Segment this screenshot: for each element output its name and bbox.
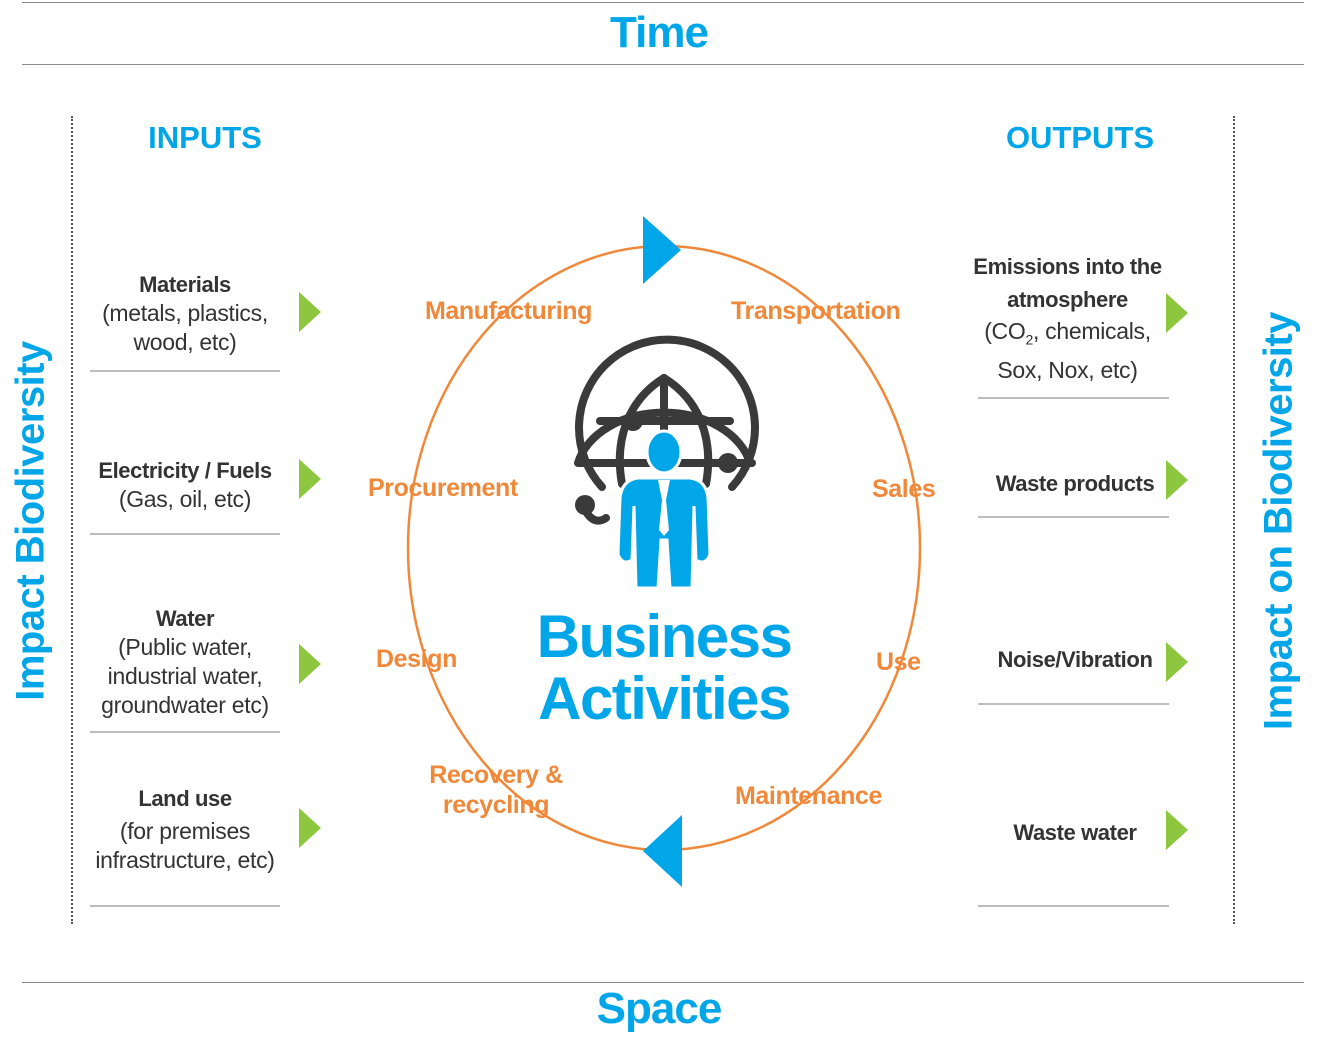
output-separator bbox=[978, 905, 1169, 907]
businessman-icon bbox=[616, 429, 712, 590]
input-item-electricity: Electricity / Fuels (Gas, oil, etc) bbox=[80, 456, 290, 514]
input-item-water: Water (Public water, industrial water, g… bbox=[80, 604, 290, 720]
activity-design: Design bbox=[376, 645, 457, 673]
input-detail: (Gas, oil, etc) bbox=[118, 486, 252, 512]
output-play-triangle-icon bbox=[1166, 642, 1188, 682]
globe-node-icon bbox=[575, 495, 595, 515]
input-detail: (for premises infrastructure, etc) bbox=[95, 818, 275, 873]
input-item-materials: Materials (metals, plastics, wood, etc) bbox=[80, 270, 290, 357]
outputs-heading: OUTPUTS bbox=[1005, 120, 1155, 155]
cycle-forward-arrow-icon bbox=[643, 216, 681, 284]
output-title: Noise/Vibration bbox=[997, 647, 1153, 672]
output-play-triangle-icon bbox=[1166, 810, 1188, 850]
activity-maintenance: Maintenance bbox=[735, 782, 883, 810]
output-detail: (CO2, chemicals, Sox, Nox, etc) bbox=[965, 316, 1170, 385]
output-separator bbox=[978, 703, 1169, 705]
cycle-backward-arrow-icon bbox=[643, 815, 682, 887]
input-detail: (Public water, industrial water, groundw… bbox=[101, 634, 269, 718]
input-play-triangle-icon bbox=[299, 644, 321, 684]
activity-sales: Sales bbox=[872, 475, 936, 503]
output-item-emissions: Emissions into the atmosphere (CO2, chem… bbox=[965, 250, 1170, 385]
input-play-triangle-icon bbox=[299, 808, 321, 848]
output-detail-post: , chemicals, Sox, Nox, etc) bbox=[997, 318, 1151, 383]
space-title: Space bbox=[596, 984, 723, 1033]
input-title: Materials bbox=[139, 272, 231, 297]
input-item-land-use: Land use (for premises infrastructure, e… bbox=[75, 784, 295, 875]
business-activities-title: Business Activities bbox=[520, 606, 808, 730]
output-title: Waste products bbox=[995, 471, 1155, 496]
output-item-noise: Noise/Vibration bbox=[975, 645, 1175, 674]
center-title-line-1: Business bbox=[536, 603, 793, 670]
input-separator bbox=[90, 731, 280, 733]
top-rule-upper bbox=[22, 2, 1304, 3]
output-detail-sub: 2 bbox=[1025, 331, 1033, 348]
output-item-waste-water: Waste water bbox=[975, 818, 1175, 847]
left-dotted-divider bbox=[71, 116, 73, 924]
globe-icon bbox=[574, 335, 759, 525]
output-detail-pre: (CO bbox=[984, 318, 1026, 344]
bottom-rule bbox=[22, 982, 1304, 983]
input-separator bbox=[90, 905, 280, 907]
output-separator bbox=[978, 516, 1169, 518]
output-title: Emissions into the atmosphere bbox=[973, 254, 1162, 312]
inputs-heading: INPUTS bbox=[148, 120, 262, 155]
input-title: Electricity / Fuels bbox=[98, 458, 272, 483]
activity-manufacturing: Manufacturing bbox=[425, 297, 593, 325]
right-dotted-divider bbox=[1233, 116, 1235, 924]
output-play-triangle-icon bbox=[1166, 460, 1188, 500]
activity-procurement: Procurement bbox=[368, 474, 518, 502]
input-separator bbox=[90, 533, 280, 535]
activity-use: Use bbox=[876, 648, 921, 676]
globe-node-icon bbox=[623, 411, 643, 431]
output-title: Waste water bbox=[1013, 820, 1137, 845]
input-play-triangle-icon bbox=[299, 459, 321, 499]
output-item-waste-products: Waste products bbox=[975, 469, 1175, 498]
time-title: Time bbox=[610, 8, 709, 57]
top-rule-lower bbox=[22, 64, 1304, 65]
output-separator bbox=[978, 397, 1169, 399]
input-title: Water bbox=[155, 606, 215, 631]
center-title-line-2: Activities bbox=[538, 665, 791, 732]
globe-node-icon bbox=[718, 453, 738, 473]
input-detail: (metals, plastics, wood, etc) bbox=[102, 300, 268, 355]
input-title: Land use bbox=[138, 786, 232, 811]
output-play-triangle-icon bbox=[1166, 293, 1188, 333]
activity-recovery-recycling: Recovery & recycling bbox=[429, 761, 563, 819]
input-separator bbox=[90, 370, 280, 372]
activity-transportation: Transportation bbox=[731, 297, 901, 325]
input-play-triangle-icon bbox=[299, 292, 321, 332]
